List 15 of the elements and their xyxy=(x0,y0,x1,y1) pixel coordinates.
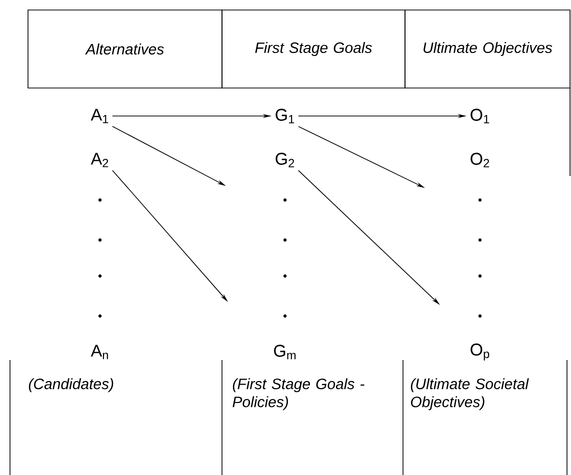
item-label: O$_{1}$ xyxy=(470,108,490,124)
item-label: A$_{n}$ xyxy=(90,344,108,360)
item-label: G$_{1}$ xyxy=(276,108,294,124)
header-cell: First Stage Goals xyxy=(222,10,406,88)
item-label: O$_{p}$ xyxy=(470,344,490,360)
header-cell: Ultimate Objectives xyxy=(404,10,570,88)
item-label: A$_{2}$ xyxy=(90,152,108,168)
column-caption: (Ultimate Societal Objectives) xyxy=(410,378,529,410)
item-label: G$_{2}$ xyxy=(276,152,294,168)
column-caption: (First Stage Goals - Policies) xyxy=(232,378,364,410)
item-label: G$_{m}$ xyxy=(274,344,296,360)
item-label: O$_{2}$ xyxy=(470,152,490,168)
column-caption: (Candidates) xyxy=(28,378,114,392)
item-label: A$_{1}$ xyxy=(90,108,108,124)
header-cell: Alternatives xyxy=(28,10,222,88)
